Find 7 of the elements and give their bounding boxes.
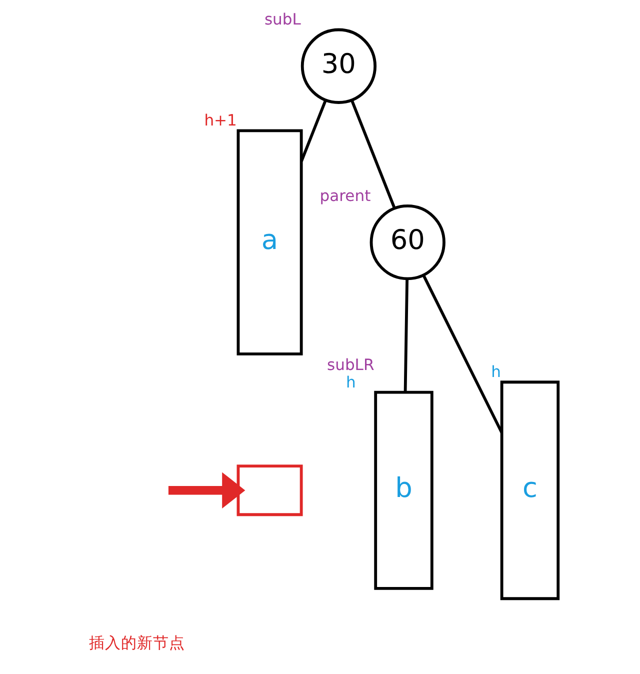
node-label: parent: [319, 186, 370, 205]
node-label: subL: [264, 10, 300, 29]
node-label: h+1: [204, 112, 236, 130]
node-label: h: [490, 363, 500, 382]
label: 插入的新节点: [88, 634, 184, 652]
node-label: subLR: [326, 356, 374, 374]
node-label: h: [345, 373, 356, 392]
